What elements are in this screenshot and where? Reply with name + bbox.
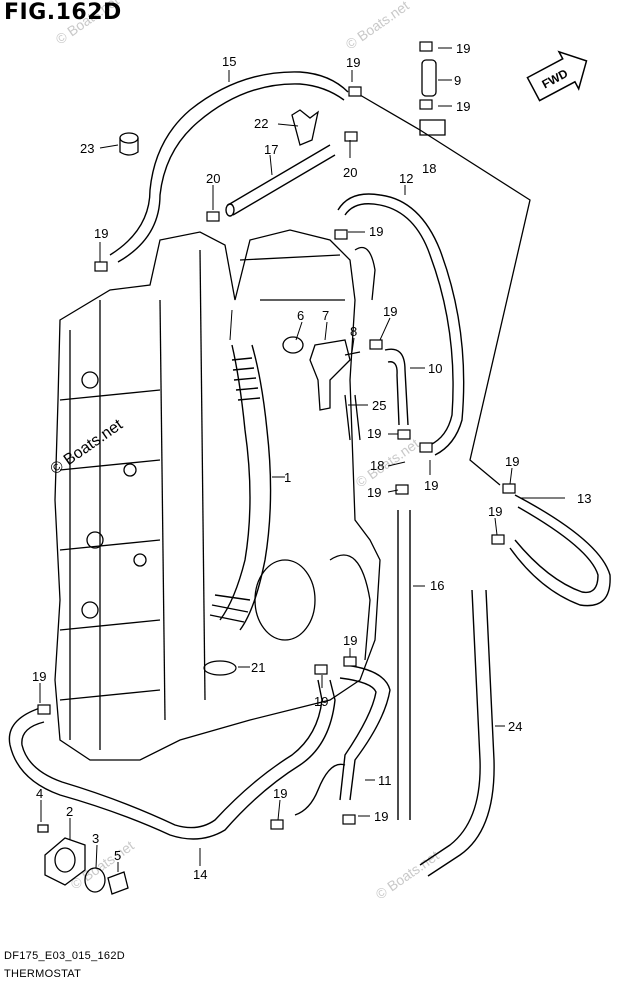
engine-block (54, 229, 381, 761)
callout-16: 16 (430, 578, 444, 593)
callout-7: 7 (322, 308, 329, 323)
section-name: THERMOSTAT (4, 968, 82, 980)
callouts: 1 2 3 4 5 6 7 8 9 10 11 12 13 14 15 16 1… (32, 41, 591, 882)
callout-4: 4 (36, 786, 43, 801)
callout-19: 19 (94, 226, 108, 241)
callout-8: 8 (350, 324, 357, 339)
figure-code: DF175_E03_015_162D (4, 950, 125, 962)
callout-19: 19 (314, 694, 328, 709)
callout-24: 24 (508, 719, 522, 734)
watermark: © Boats.net (373, 847, 442, 902)
hose-15 (109, 71, 349, 263)
callout-19: 19 (367, 485, 381, 500)
callout-3: 3 (92, 831, 99, 846)
hose-10 (384, 348, 409, 426)
watermarks: © Boats.net © Boats.net © Boats.net © Bo… (48, 0, 442, 902)
callout-19: 19 (456, 99, 470, 114)
callout-18-lower: 18 (370, 458, 384, 473)
callout-19: 19 (367, 426, 381, 441)
callout-2: 2 (66, 804, 73, 819)
thermostat-assembly (282, 336, 361, 441)
hose-16 (397, 510, 411, 820)
callout-12: 12 (399, 171, 413, 186)
hose-1 (209, 344, 272, 631)
callout-19: 19 (488, 504, 502, 519)
clip-22 (291, 109, 319, 146)
callout-10: 10 (428, 361, 442, 376)
pipe-18-upper (359, 59, 531, 486)
callout-19: 19 (374, 809, 388, 824)
watermark: © Boats.net (353, 435, 422, 490)
callout-15: 15 (222, 54, 236, 69)
callout-1: 1 (284, 470, 291, 485)
callout-19: 19 (369, 224, 383, 239)
callout-11: 11 (378, 773, 392, 788)
callout-19: 19 (505, 454, 519, 469)
callout-17: 17 (264, 142, 278, 157)
figure-title: FIG.162D (4, 0, 122, 25)
callout-25: 25 (372, 398, 386, 413)
hose-24 (419, 589, 495, 877)
callout-5: 5 (114, 848, 121, 863)
watermark: © Boats.net (48, 416, 127, 478)
cover-parts (37, 824, 129, 895)
callout-22: 22 (254, 116, 268, 131)
hose-11 (294, 664, 391, 816)
callout-19: 19 (346, 55, 360, 70)
callout-6: 6 (297, 308, 304, 323)
clamps (37, 41, 516, 830)
hose-13 (509, 494, 611, 607)
callout-20: 20 (343, 165, 357, 180)
callout-23: 23 (80, 141, 94, 156)
callout-19: 19 (32, 669, 46, 684)
callout-19: 19 (424, 478, 438, 493)
hose-12 (337, 193, 465, 456)
callout-13: 13 (577, 491, 591, 506)
fwd-badge: FWD (526, 50, 588, 102)
callout-14: 14 (193, 867, 207, 882)
hose-14 (8, 679, 336, 840)
hose-17 (225, 144, 336, 217)
callout-18-upper: 18 (422, 161, 436, 176)
watermark: © Boats.net (343, 0, 412, 52)
callout-19: 19 (383, 304, 397, 319)
callout-9: 9 (454, 73, 461, 88)
leader-lines (39, 47, 565, 872)
callout-19: 19 (456, 41, 470, 56)
callout-20: 20 (206, 171, 220, 186)
callout-21: 21 (251, 660, 265, 675)
callout-19: 19 (273, 786, 287, 801)
callout-19: 19 (343, 633, 357, 648)
grommet-23 (119, 132, 139, 156)
